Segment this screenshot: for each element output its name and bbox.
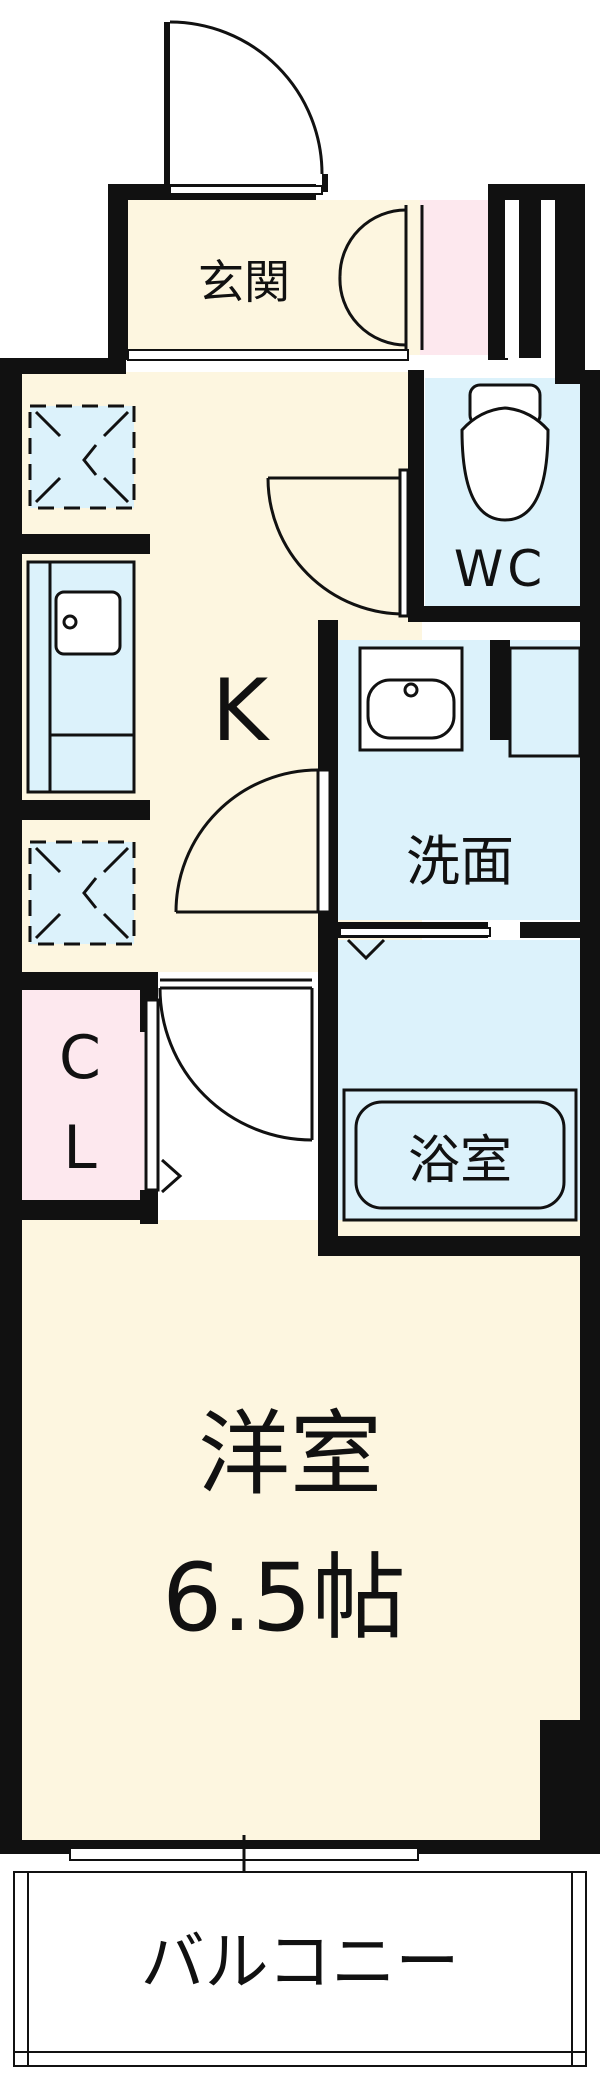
entrance-step [127,349,409,361]
western-room-door[interactable] [158,978,314,1142]
kitchen-label: K [212,661,271,761]
western-room-size: 6.5帖 [162,1544,406,1653]
western-room-floor [22,1220,582,1848]
entrance-door[interactable] [164,20,328,195]
balcony-label: バルコニー [141,1926,460,2000]
walls [0,184,600,1854]
storage-lower [28,840,136,946]
washbasin-icon [358,646,464,752]
closet-label-c: C [59,1023,101,1093]
bathtub-icon [342,1088,578,1222]
closet-floor [22,990,144,1200]
entrance-label: 玄関 [198,255,290,309]
washroom-label: 洗面 [406,830,514,893]
washroom-door[interactable] [174,768,332,914]
entrance-floor [128,200,420,355]
closet-door[interactable] [144,998,183,1194]
shoe-cabinet-pillar [519,200,541,358]
kitchen-counter [26,560,136,794]
shoe-cabinet [420,200,488,355]
balcony-window[interactable] [69,1835,419,1878]
storage-upper [28,404,136,510]
closet-label-l: L [63,1113,97,1183]
bath-door[interactable] [339,927,491,961]
balcony [13,1871,587,2067]
bath-label: 浴室 [408,1131,512,1191]
wc-label: WC [454,540,546,598]
shoe-cabinet-doors[interactable] [338,205,424,350]
western-room-label: 洋室 [198,1401,382,1508]
washroom-shelf [508,646,582,758]
wc-door[interactable] [266,468,410,618]
toilet-icon [460,383,550,522]
shoe-cabinet-gap [505,200,519,358]
